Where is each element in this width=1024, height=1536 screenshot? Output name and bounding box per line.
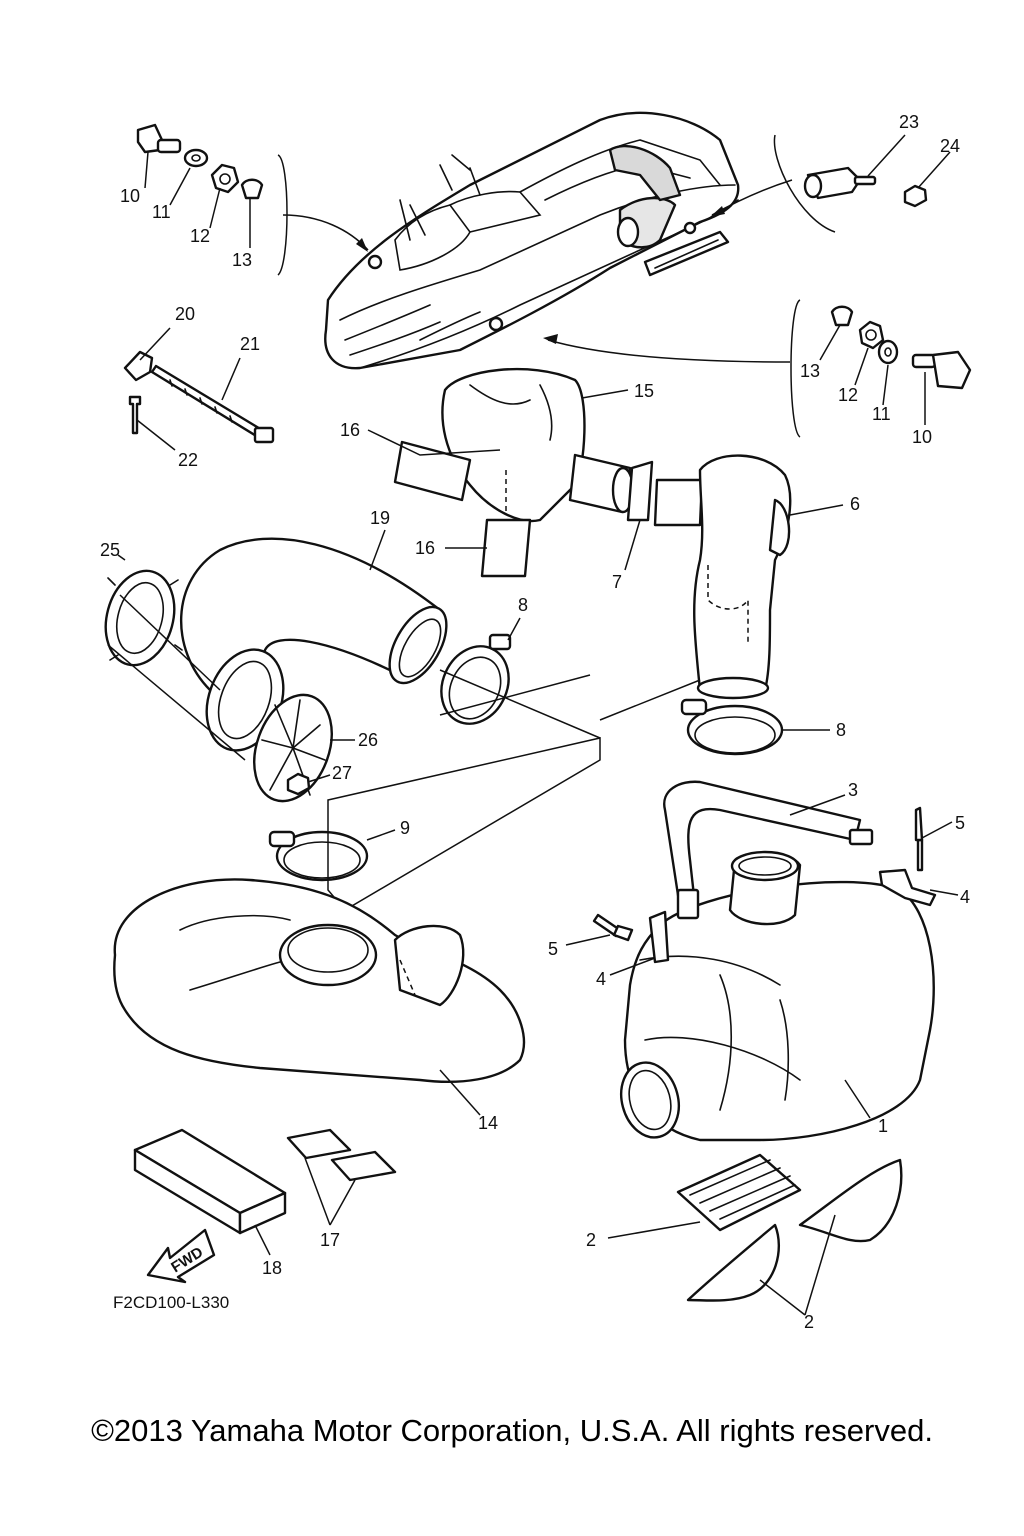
copyright-notice: ©2013 Yamaha Motor Corporation, U.S.A. A…: [91, 1413, 933, 1448]
silencer: [620, 850, 935, 1142]
hull-fastener-front: [367, 254, 383, 270]
callout-2-left: 2: [586, 1230, 596, 1250]
pads-17: [286, 1128, 397, 1226]
nut-27: [286, 772, 331, 796]
callout-24: 24: [940, 136, 960, 156]
fastener-set-right: [790, 299, 972, 438]
callout-8-right: 8: [836, 720, 846, 740]
callout-10-right: 10: [912, 427, 932, 447]
callout-9: 9: [400, 818, 410, 838]
callout-13-left: 13: [232, 250, 252, 270]
bracket-23-24: [773, 134, 951, 233]
callout-10-left: 10: [120, 186, 140, 206]
callout-21: 21: [240, 334, 260, 354]
adhesive-pads-16: [367, 429, 532, 578]
assembly-guide-lines: [327, 737, 601, 911]
water-box: [113, 878, 526, 1116]
callout-23: 23: [899, 112, 919, 132]
arrow-side-fastener: [547, 339, 791, 363]
callout-15: 15: [634, 381, 654, 401]
air-box-cover: [441, 367, 635, 523]
cable-tie-set: [123, 327, 275, 451]
strap-3: [663, 780, 874, 920]
hull-fastener-side: [488, 316, 504, 332]
pads-2: [607, 1153, 903, 1316]
flange-plate-26: [107, 594, 355, 803]
callout-16-upper: 16: [340, 420, 360, 440]
callout-5-left: 5: [548, 939, 558, 959]
bracket-4-left: [565, 910, 670, 976]
fwd-arrow-icon: FWD: [146, 1228, 216, 1284]
callout-12-left: 12: [190, 226, 210, 246]
arrow-front-fastener: [282, 214, 369, 251]
callout-22: 22: [178, 450, 198, 470]
hull-fastener-rear: [683, 221, 697, 235]
callout-17: 17: [320, 1230, 340, 1250]
callout-4-right: 4: [960, 887, 970, 907]
callout-1: 1: [878, 1116, 888, 1136]
callouts: 10 11 12 13 23 24 20 21 22 13 12 11 10 1…: [100, 112, 970, 1332]
intake-duct: [624, 454, 844, 700]
flange-ring-25: [104, 554, 183, 667]
callout-11-left: 11: [152, 202, 171, 222]
fastener-set-left: [136, 123, 288, 276]
callout-13-right: 13: [800, 361, 820, 381]
diagram-code: F2CD100-L330: [113, 1293, 229, 1312]
callout-2-bottom: 2: [804, 1312, 814, 1332]
callout-25: 25: [100, 540, 120, 560]
callout-7: 7: [612, 572, 622, 592]
hose-clamp-8-right: [680, 698, 830, 756]
callout-12-right: 12: [838, 385, 858, 405]
callout-8-left: 8: [518, 595, 528, 615]
callout-6: 6: [850, 494, 860, 514]
callout-20: 20: [175, 304, 195, 324]
callout-3: 3: [848, 780, 858, 800]
callout-5-right: 5: [955, 813, 965, 833]
callout-4-left: 4: [596, 969, 606, 989]
callout-14: 14: [478, 1113, 498, 1133]
callout-16-lower: 16: [415, 538, 435, 558]
callout-27: 27: [332, 763, 352, 783]
callout-18: 18: [262, 1258, 282, 1278]
callout-11-right: 11: [872, 404, 891, 424]
hose-clamp-9: [268, 829, 396, 882]
bracket-4-right: [878, 806, 959, 907]
callout-26: 26: [358, 730, 378, 750]
pad-18: [133, 1128, 287, 1256]
callout-19: 19: [370, 508, 390, 528]
watercraft-hull: [324, 111, 740, 370]
